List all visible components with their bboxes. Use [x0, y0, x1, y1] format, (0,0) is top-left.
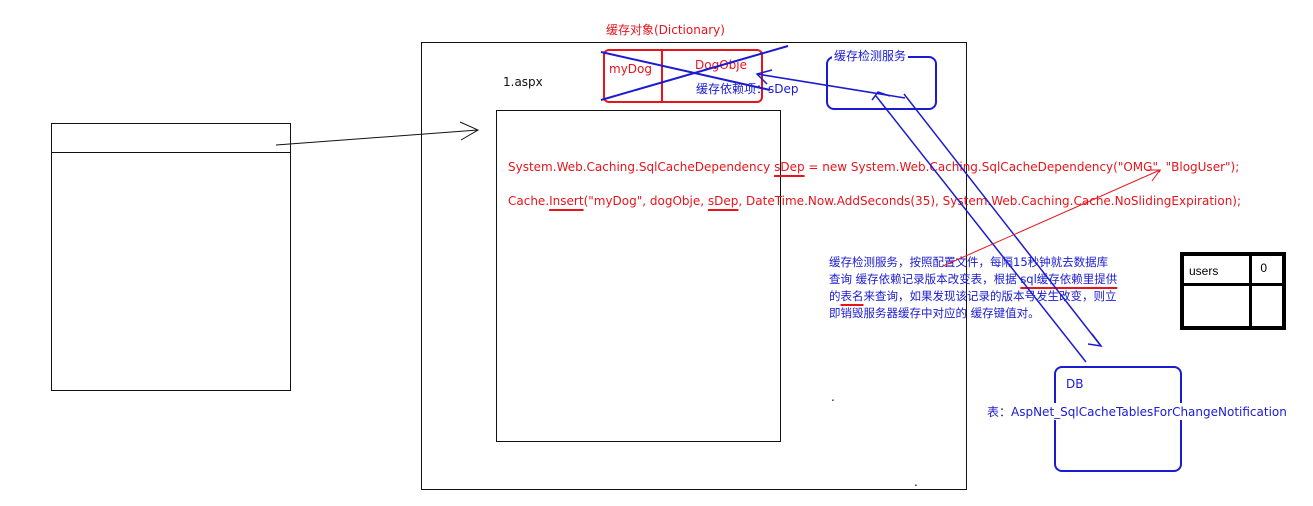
- explanation-line-3c: 来查询，如果发现该记录的版本号发生改变，则立: [863, 289, 1117, 303]
- table-cell: [1249, 282, 1286, 330]
- cache-check-service-label: 缓存检测服务: [832, 47, 909, 64]
- code-line-1: System.Web.Caching.SqlCacheDependency sD…: [508, 160, 1239, 174]
- db-table: users 0: [1180, 252, 1286, 330]
- db-label: DB: [1066, 377, 1084, 391]
- explanation-line-3b: 表名: [840, 289, 864, 303]
- page-box: [496, 110, 781, 442]
- code-line-2-part-e: , DateTime.Now.AddSeconds(35), System.We…: [738, 194, 1242, 208]
- code-line-2-sdep: sDep: [707, 194, 739, 208]
- client-box: [51, 123, 291, 391]
- code-line-1-part-c: = new System.Web.Caching.SqlCacheDepende…: [804, 160, 1240, 174]
- code-line-1-sdep: sDep: [774, 160, 805, 174]
- dictionary-cross-out: [600, 45, 789, 101]
- table-row: users 0: [1180, 252, 1286, 286]
- client-box-header-divider: [52, 152, 290, 153]
- client-to-page-arrow: [275, 121, 480, 146]
- code-line-2-part-c: ("myDog", dogObje,: [583, 194, 708, 208]
- cache-dictionary-divider: [661, 51, 663, 101]
- code-line-2: Cache.Insert("myDog", dogObje, sDep, Dat…: [508, 194, 1241, 208]
- cache-dictionary-box: [603, 49, 763, 103]
- explanation-line-4: 即销毁服务器缓存中对应的 缓存键值对。: [829, 306, 1040, 320]
- cache-object-title: 缓存对象(Dictionary): [606, 23, 725, 37]
- table-row: [1180, 282, 1286, 330]
- stray-dot: .: [831, 390, 835, 404]
- stray-dot: .: [914, 475, 918, 489]
- page-label: 1.aspx: [503, 75, 543, 89]
- explanation-line-2: 查询 缓存依赖记录版本改变表，根据 sql缓存依赖里提供: [829, 271, 1117, 288]
- explanation-to-code-arrow: [942, 169, 1161, 267]
- table-cell: [1180, 282, 1253, 330]
- table-cell: users: [1180, 252, 1253, 286]
- cache-key: myDog: [609, 62, 652, 76]
- code-line-2-insert: Insert: [549, 194, 584, 208]
- service-db-link: [871, 91, 1103, 363]
- code-line-2-part-a: Cache.: [508, 194, 550, 208]
- explanation-line-2b: sql缓存依赖里提供: [1020, 272, 1118, 286]
- table-cell: 0: [1249, 252, 1286, 286]
- explanation-line-3a: 的: [829, 289, 841, 303]
- explanation-line-3: 的表名来查询，如果发现该记录的版本号发生改变，则立: [829, 288, 1117, 305]
- explanation-line-2a: 查询 缓存依赖记录版本改变表，根据: [829, 272, 1021, 286]
- cache-dependency-label: 缓存依赖项：sDep: [696, 82, 799, 96]
- table-name-label: 表：AspNet_SqlCacheTablesForChangeNotifica…: [987, 403, 1287, 420]
- code-line-1-part-a: System.Web.Caching.SqlCacheDependency: [508, 160, 775, 174]
- service-to-cache-arrow: [755, 69, 906, 99]
- server-box: [421, 42, 967, 490]
